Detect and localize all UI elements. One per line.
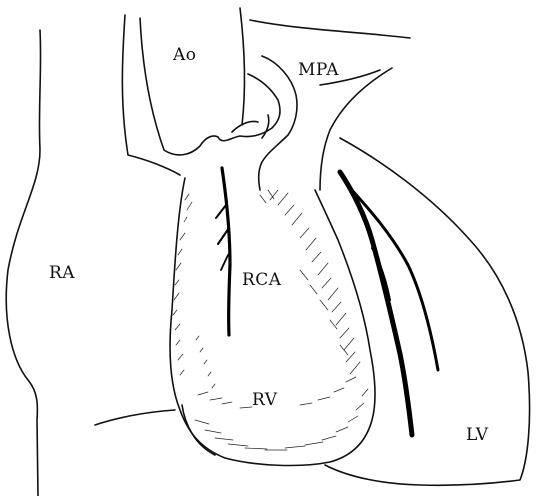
left-ventricle-outline (325, 138, 530, 485)
label-rv: RV (252, 390, 278, 410)
label-mpa: MPA (298, 60, 339, 80)
label-lv: LV (466, 425, 489, 445)
label-ao: Ao (172, 45, 197, 65)
aorta-outline (122, 8, 280, 175)
right-ventricle-outline (170, 178, 375, 465)
label-rca: RCA (242, 270, 282, 290)
right-coronary-artery (216, 168, 230, 335)
pulmonary-artery-outline (250, 20, 410, 190)
right-ventricle-hatching (173, 190, 368, 450)
left-coronary-artery (340, 172, 438, 435)
label-ra: RA (49, 263, 75, 283)
